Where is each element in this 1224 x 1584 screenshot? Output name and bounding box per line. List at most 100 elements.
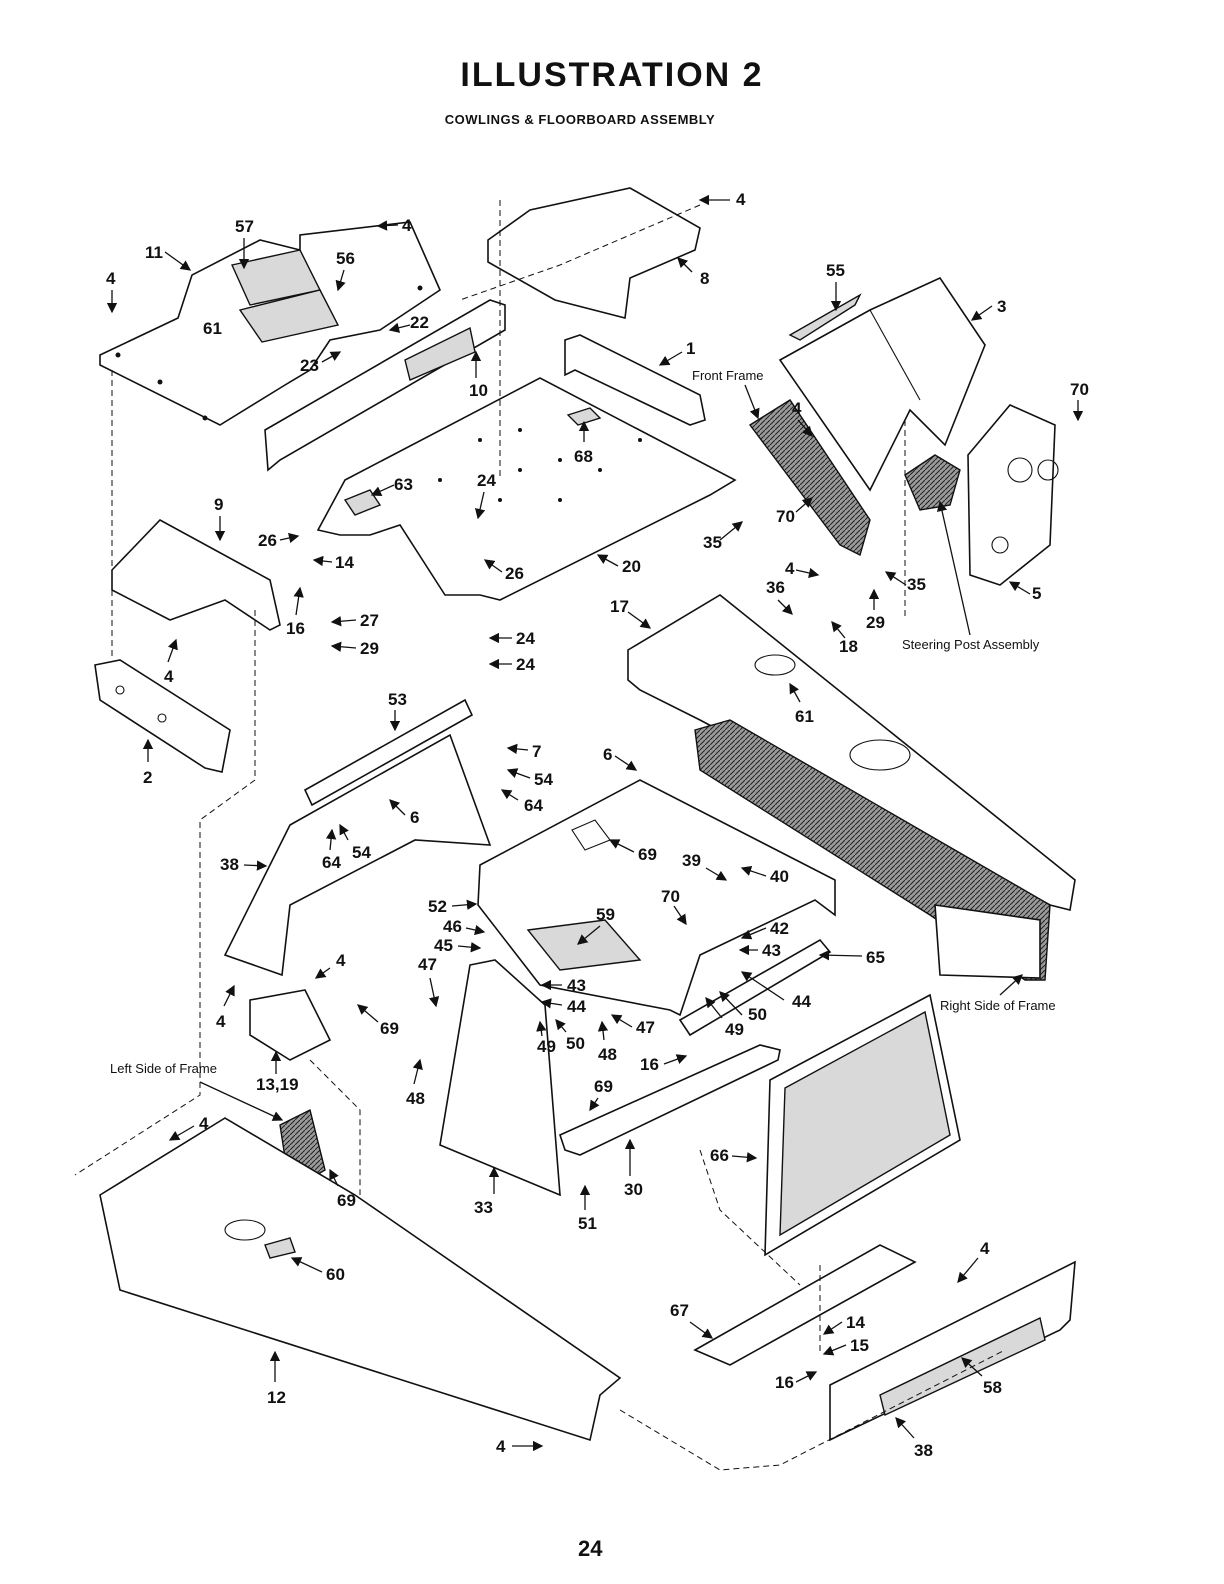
callout-58: 60 [326,1265,345,1284]
callout-17: 17 [610,597,629,616]
callout-64: 66 [710,1146,729,1165]
callout-16: 16 [775,1373,794,1392]
part-64-grille [764,993,961,1257]
callout-52: 54 [352,843,371,862]
callout-42: 44 [792,992,811,1011]
callout-4: 4 [980,1239,990,1258]
callout-6: 6 [410,808,419,827]
callout-55: 57 [235,217,254,236]
callout-11: 11 [145,243,163,262]
callout-42: 44 [567,997,586,1016]
callout-68: 70 [1070,380,1089,399]
callout-1: 1 [686,339,695,358]
callout-4: 4 [216,1012,226,1031]
callout-48: 50 [748,1005,767,1024]
callout-60: 61 [795,707,814,726]
assembly-lines [74,200,1006,1471]
callout-69: 69 [337,1191,356,1210]
callout-46: 48 [406,1089,425,1108]
callout-4: 4 [402,216,412,235]
callout-52: 54 [534,770,553,789]
callout-27: 27 [360,611,379,630]
callout-45: 47 [418,955,437,974]
callout-38: 39 [682,851,701,870]
callout-4: 4 [736,190,746,209]
part-11-top-cowl [99,221,442,426]
part-31-32-panel [439,959,561,1197]
part-63-rail [678,938,832,1037]
callout-63: 65 [866,948,885,967]
callout-35: 36 [766,578,785,597]
callout-59: 61 [203,319,222,338]
callout-44: 46 [443,917,462,936]
callout-34: 35 [907,575,926,594]
page-subtitle: COWLINGS & FLOORBOARD ASSEMBLY [444,112,716,127]
part-9-cover [111,519,281,631]
part-68-front-frame [748,399,871,557]
callout-66: 68 [574,447,593,466]
callout-4: 4 [199,1114,209,1133]
callout-6: 6 [603,745,612,764]
callout-51: 53 [388,690,407,709]
callout-68: 70 [776,507,795,526]
callout-5: 5 [1032,584,1041,603]
callout-41: 43 [567,976,586,995]
caption-left-side: Left Side of Frame [110,1061,217,1076]
callout-4: 4 [106,269,116,288]
caption-front-frame: Front Frame [692,368,764,383]
callout-45: 47 [636,1018,655,1037]
callout-46: 48 [598,1045,617,1064]
part-37-side [223,733,492,977]
callout-33: 35 [703,533,722,552]
callout-57: 59 [596,905,615,924]
callout-14: 14 [335,553,354,572]
callout-62: 64 [322,853,341,872]
callout-69: 69 [594,1077,613,1096]
page-title: ILLUSTRATION 2 [460,56,764,94]
page-number: 24 [578,1536,603,1561]
part-29-rail [559,1044,781,1156]
callout-7: 7 [532,742,541,761]
callout-12: 12 [267,1388,286,1407]
callout-30: 29 [866,613,885,632]
part-13-19-bracket [249,989,332,1061]
callout-41: 43 [762,941,781,960]
callout-25: 26 [505,564,524,583]
callout-61: 63 [394,475,413,494]
callout-37: 38 [220,855,239,874]
part-51-rail [303,698,474,807]
callouts: 4 4 57 11 56 4 8 55 3 22 61 1 23 Front F… [106,190,1089,1460]
callout-53: 55 [826,261,845,280]
callout-15: 16 [286,619,305,638]
callout-8: 8 [700,269,709,288]
caption-steering-post: Steering Post Assembly [902,637,1040,652]
callout-10: 10 [469,381,488,400]
callout-62: 64 [524,796,543,815]
callout-67: 69 [638,845,657,864]
callout-36: 38 [914,1441,933,1460]
part-12-side-cowl [99,1117,622,1442]
callout-47: 49 [725,1020,744,1039]
callout-48: 50 [566,1034,585,1053]
steering-post-assembly [904,454,961,511]
callout-4: 4 [792,399,802,418]
callout-47: 49 [537,1037,556,1056]
part-50-hood [477,779,836,1017]
callout-40: 42 [770,919,789,938]
callout-29: 30 [624,1180,643,1199]
callout-26: 26 [258,531,277,550]
part-20-floorboard [316,377,737,601]
callout-50: 52 [428,897,447,916]
callout-14: 14 [846,1313,865,1332]
callout-3: 3 [997,297,1006,316]
part-5-box [967,404,1059,586]
callout-56: 58 [983,1378,1002,1397]
frame-channel [694,719,1051,981]
callout-54: 56 [336,249,355,268]
callout-13-19: 13,19 [256,1075,299,1094]
callout-20: 20 [622,557,641,576]
part-2-bracket [94,659,231,773]
callout-18: 18 [839,637,858,656]
callout-9: 9 [214,495,223,514]
